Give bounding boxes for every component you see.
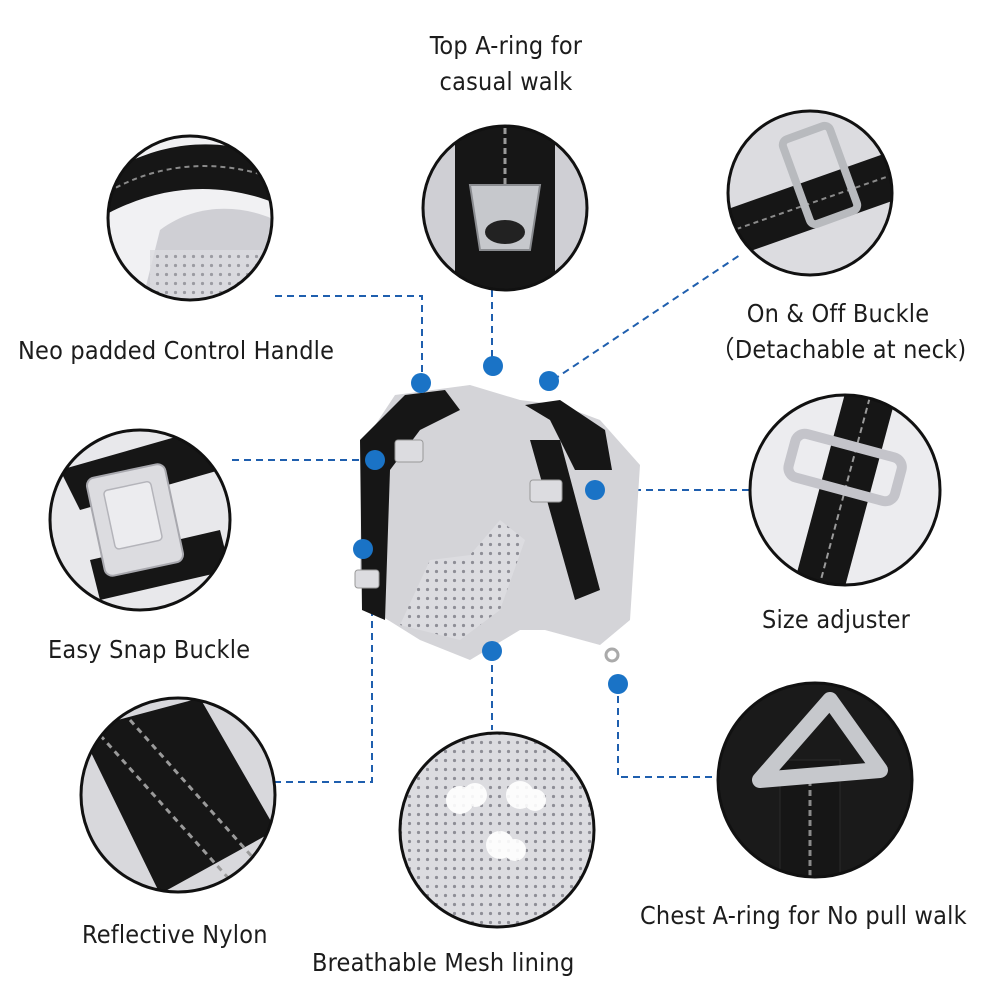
markers <box>353 356 628 694</box>
label-reflective-nylon: Reflective Nylon <box>82 920 268 949</box>
label-top-ring-line1: Top A-ring for <box>429 31 583 60</box>
label-chest-ring: Chest A-ring for No pull walk <box>640 901 967 930</box>
reflective-nylon-detail-image <box>79 696 277 894</box>
label-neck-buckle-line1: On & Off Buckle <box>746 299 930 328</box>
mesh-lining-detail-image <box>398 731 596 929</box>
connector-chest-ring <box>617 684 720 778</box>
marker-size-adjuster <box>585 480 605 500</box>
marker-handle <box>411 373 431 393</box>
size-adjuster-detail-image <box>748 393 942 587</box>
label-top-ring-line2: casual walk <box>439 67 573 96</box>
chest-ring-detail-image <box>716 681 914 879</box>
connector-handle <box>275 295 423 382</box>
label-control-handle: Neo padded Control Handle <box>18 336 335 365</box>
marker-snap-buckle <box>365 450 385 470</box>
snap-buckle-detail-image <box>48 428 232 612</box>
harness-image <box>354 385 640 663</box>
label-neck-buckle-line2: （Detachable at neck) <box>709 335 967 364</box>
marker-mesh <box>482 641 502 661</box>
label-mesh-lining: Breathable Mesh lining <box>312 948 575 977</box>
marker-top-ring <box>483 356 503 376</box>
label-top-ring: Top A-ring for casual walk <box>400 28 612 100</box>
label-snap-buckle: Easy Snap Buckle <box>48 635 251 664</box>
marker-reflective <box>353 539 373 559</box>
marker-chest-ring <box>608 674 628 694</box>
label-neck-buckle: On & Off Buckle （Detachable at neck) <box>698 296 978 368</box>
handle-detail-image <box>106 134 274 302</box>
top-ring-detail-image <box>421 124 589 292</box>
neck-buckle-detail-image <box>726 109 894 277</box>
connector-neck-buckle <box>552 254 741 381</box>
marker-neck-buckle <box>539 371 559 391</box>
label-size-adjuster: Size adjuster <box>762 605 911 634</box>
